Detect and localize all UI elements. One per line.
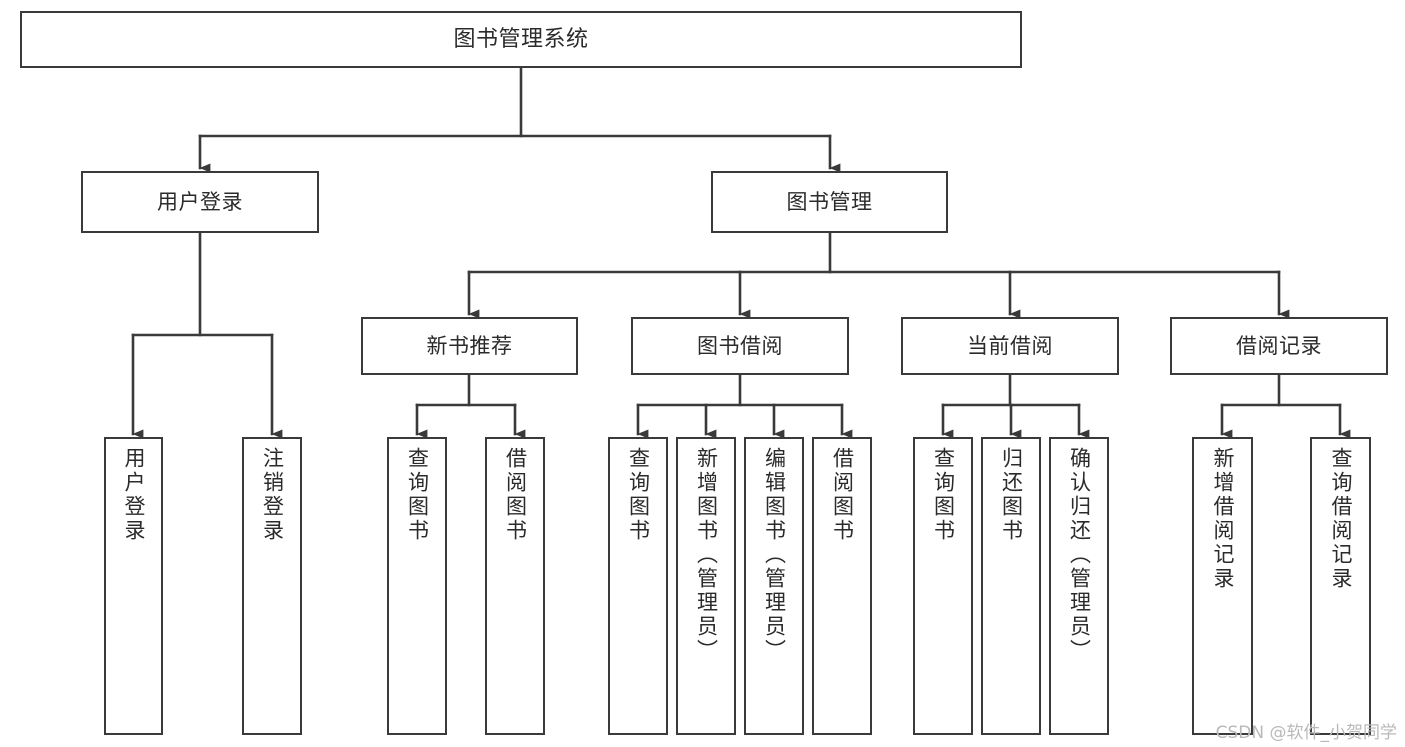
csdn-watermark: CSDN @软件_小贺同学 <box>1215 723 1397 743</box>
leaf-label: 查询图书 <box>405 447 430 543</box>
node-book-borrow-label: 图书借阅 <box>697 333 783 358</box>
node-user-login[interactable]: 用户登录 <box>81 171 319 233</box>
node-user-login-label: 用户登录 <box>157 189 243 214</box>
leaf-query-borrow-record[interactable]: 查询借阅记录 <box>1310 437 1371 735</box>
leaf-label: 新增借阅记录 <box>1211 447 1235 591</box>
node-borrow-record[interactable]: 借阅记录 <box>1170 317 1388 375</box>
leaf-label: 新增图书（管理员） <box>694 447 719 663</box>
leaf-add-book-admin[interactable]: 新增图书（管理员） <box>676 437 736 735</box>
node-root-label: 图书管理系统 <box>453 26 589 52</box>
leaf-label: 借阅图书 <box>503 447 528 543</box>
node-book-management-label: 图书管理 <box>786 189 873 214</box>
node-book-borrow[interactable]: 图书借阅 <box>631 317 849 375</box>
leaf-query-books-recommend[interactable]: 查询图书 <box>387 437 447 735</box>
node-book-management[interactable]: 图书管理 <box>711 171 948 233</box>
leaf-label: 编辑图书（管理员） <box>762 447 787 663</box>
leaf-confirm-return-admin[interactable]: 确认归还（管理员） <box>1049 437 1109 735</box>
leaf-query-books-borrow[interactable]: 查询图书 <box>608 437 668 735</box>
leaf-borrow-book[interactable]: 借阅图书 <box>812 437 872 735</box>
node-borrow-record-label: 借阅记录 <box>1236 333 1322 358</box>
leaf-label: 确认归还（管理员） <box>1067 447 1092 663</box>
leaf-edit-book-admin[interactable]: 编辑图书（管理员） <box>744 437 804 735</box>
leaf-return-book[interactable]: 归还图书 <box>981 437 1041 735</box>
leaf-label: 借阅图书 <box>830 447 855 543</box>
leaf-add-borrow-record[interactable]: 新增借阅记录 <box>1192 437 1253 735</box>
leaf-label: 注销登录 <box>260 447 285 543</box>
leaf-user-logout[interactable]: 注销登录 <box>242 437 302 735</box>
leaf-label: 查询借阅记录 <box>1329 447 1353 591</box>
leaf-borrow-books-recommend[interactable]: 借阅图书 <box>485 437 545 735</box>
leaf-user-login[interactable]: 用户登录 <box>104 437 163 735</box>
node-new-book-recommend[interactable]: 新书推荐 <box>361 317 578 375</box>
node-current-borrow-label: 当前借阅 <box>967 333 1053 358</box>
leaf-label: 用户登录 <box>122 447 146 543</box>
leaf-query-books-current[interactable]: 查询图书 <box>913 437 973 735</box>
leaf-label: 归还图书 <box>999 447 1024 543</box>
leaf-label: 查询图书 <box>931 447 956 543</box>
node-current-borrow[interactable]: 当前借阅 <box>901 317 1119 375</box>
node-new-book-recommend-label: 新书推荐 <box>426 333 513 358</box>
node-root[interactable]: 图书管理系统 <box>20 11 1022 68</box>
leaf-label: 查询图书 <box>626 447 651 543</box>
